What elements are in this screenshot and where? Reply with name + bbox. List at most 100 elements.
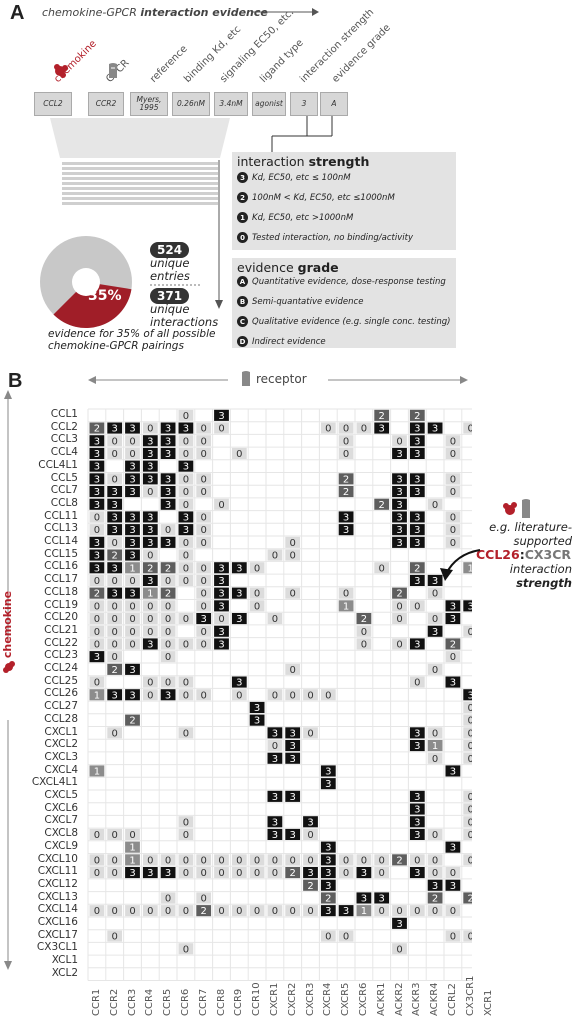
- heatmap-cell-CCL17-CCR8: [214, 574, 229, 586]
- heatmap-cell-value: 0: [254, 906, 260, 917]
- heatmap-cell-CCL19-CCR5: [160, 600, 176, 612]
- heatmap-cell-value: 3: [165, 487, 171, 498]
- heatmap-cell-value: 3: [165, 500, 171, 511]
- heatmap-cell-CCL21-ACKR4: [427, 625, 443, 637]
- heatmap-cell-CXCL11-CXCR2: [285, 867, 301, 879]
- heatmap-cell-value: 3: [414, 525, 420, 536]
- heatmap-cell-value: 3: [165, 436, 171, 447]
- heatmap-cell-CCL20-CCR3: [125, 613, 140, 625]
- heatmap-cell-value: 0: [414, 601, 420, 612]
- heatmap-cell-value: 0: [183, 906, 189, 917]
- legend-text: Kd, EC50, etc >1000nM: [252, 212, 354, 223]
- heatmap-cell-value: 0: [450, 449, 456, 460]
- heatmap-cell-value: 3: [361, 894, 367, 905]
- heatmap-cell-CCL17-CCR6: [178, 574, 194, 586]
- heatmap-cell-CXCL16-ACKR2: [392, 917, 407, 929]
- heatmap-cell-CCL16-CCR6: [178, 562, 194, 574]
- heatmap-cell-value: 0: [183, 817, 189, 828]
- heatmap-cell-CCL4-CCR7: [196, 447, 212, 459]
- heatmap-cell-value: 3: [414, 474, 420, 485]
- col-label-CCR8: CCR8: [215, 988, 227, 1016]
- heatmap-cell-value: 0: [129, 627, 135, 638]
- heatmap-cell-value: 3: [147, 525, 153, 536]
- heatmap-cell-CCL18-ACKR2: [392, 587, 407, 599]
- heatmap-cell-value: 0: [183, 690, 189, 701]
- heatmap-cell-CXCL7-CXCR1: [267, 816, 283, 828]
- heatmap-cell-CXCL13-CCR7: [196, 892, 212, 904]
- heatmap-cell-value: 0: [165, 601, 171, 612]
- heatmap-cell-value: 3: [129, 474, 135, 485]
- heatmap-cell-value: 0: [468, 627, 472, 638]
- heatmap-cell-CCL4L1-CCR1: [89, 460, 105, 472]
- heatmap-cell-CCL14-CCR5: [160, 536, 176, 548]
- heatmap-cell-value: 3: [290, 830, 296, 841]
- heatmap-cell-value: 0: [236, 868, 242, 879]
- heatmap-cell-CXCL9-CCRL2: [445, 841, 461, 853]
- col-label-CXCR6: CXCR6: [358, 982, 369, 1016]
- heatmap-cell-value: 0: [236, 449, 242, 460]
- heatmap-cell-value: 0: [379, 855, 385, 866]
- heatmap-cell-CXCL13-ACKR4: [427, 892, 443, 904]
- heatmap-cell-value: 1: [432, 741, 438, 752]
- heatmap-cell-CCL28-CCR10: [249, 714, 265, 726]
- entries-label: unique entries: [150, 256, 190, 283]
- heatmap-cell-value: 3: [94, 551, 100, 562]
- heatmap-cell-CCL21-CCR1: [89, 625, 105, 637]
- heatmap-cell-CXCL11-CCR9: [231, 867, 247, 879]
- heatmap-cell-CCL2-CCR4: [142, 422, 158, 434]
- heatmap-cell-value: 0: [432, 589, 438, 600]
- grade-legend-title: evidence grade: [237, 260, 339, 275]
- heatmap-cell-CXCL13-CX3CR1: [463, 892, 472, 904]
- heatmap-cell-CCL20-CXCR1: [267, 613, 283, 625]
- row-label-CXCL3: CXCL3: [44, 750, 78, 763]
- heatmap-cell-CCL5-CCR7: [196, 473, 212, 485]
- heatmap-cell-CCL14-CCRL2: [445, 536, 461, 548]
- heatmap-cell-CCL21-CCR4: [142, 625, 158, 637]
- heatmap-cell-value: 0: [112, 576, 118, 587]
- heatmap-cell-value: 1: [361, 906, 367, 917]
- heatmap-cell-CCL7-CCR3: [125, 486, 140, 498]
- heatmap-cell-CXCL11-CXCR3: [303, 867, 318, 879]
- heatmap-cell-CXCL8-CCR1: [89, 828, 105, 840]
- heatmap-cell-CCL18-CCR3: [125, 587, 140, 599]
- heatmap-cell-CCL2-ACKR4: [427, 422, 443, 434]
- heatmap-cell-value: 0: [272, 614, 278, 625]
- heatmap-cell-CCL13-CCR3: [125, 524, 140, 536]
- heatmap-cell-value: 0: [218, 614, 224, 625]
- heatmap-cell-value: 3: [325, 855, 331, 866]
- heatmap-cell-value: 0: [183, 551, 189, 562]
- heatmap-cell-CXCL8-CCR3: [125, 828, 140, 840]
- heatmap-cell-CCL4L1-CCR6: [178, 460, 194, 472]
- heatmap-cell-CCL25-CCR6: [178, 676, 194, 688]
- heatmap-cell-value: 3: [396, 538, 402, 549]
- heatmap-cell-CCL5-CCR4: [142, 473, 158, 485]
- heatmap-cell-value: 0: [343, 449, 349, 460]
- heatmap-cell-value: 2: [361, 614, 367, 625]
- heatmap-cell-CXCL5-CX3CR1: [463, 790, 472, 802]
- row-label-CCL27: CCL27: [44, 700, 78, 713]
- heatmap-cell-value: 0: [94, 627, 100, 638]
- heatmap-cell-value: 3: [94, 652, 100, 663]
- heatmap-cell-value: 0: [361, 627, 367, 638]
- heatmap-cell-CXCL8-CCR2: [107, 828, 123, 840]
- heatmap-cell-CXCL14-CXCR2: [285, 905, 301, 917]
- heatmap-cell-CCL22-CCR4: [142, 638, 158, 650]
- heatmap-cell-CCL4-CCR6: [178, 447, 194, 459]
- heatmap-cell-CXCL4-CXCR4: [320, 765, 336, 777]
- entries-divider: [150, 284, 200, 286]
- heatmap-cell-CCL5-CCR3: [125, 473, 140, 485]
- heatmap-cell-value: 3: [165, 424, 171, 435]
- heatmap-cell-CCL2-CCR8: [214, 422, 229, 434]
- heatmap-cell-value: 3: [112, 424, 118, 435]
- heatmap-cell-value: 3: [165, 538, 171, 549]
- heatmap-cell-value: 0: [112, 474, 118, 485]
- heatmap-cell-CXCL4-CCR1: [89, 765, 105, 777]
- heatmap-cell-value: 3: [396, 487, 402, 498]
- heatmap-cell-value: 0: [379, 868, 385, 879]
- heatmap-cell-value: 1: [129, 563, 135, 574]
- heatmap-cell-value: 3: [325, 767, 331, 778]
- row-label-CXCL7: CXCL7: [44, 814, 78, 827]
